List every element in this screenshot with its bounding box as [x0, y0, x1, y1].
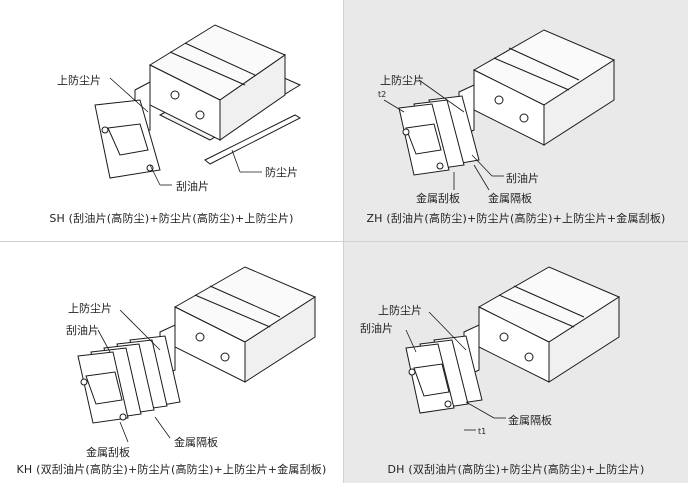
panel-zh: 上防尘片 t2 刮油片 金属刮板 金属隔板 ZH (刮油片(高防尘)+防尘片(高… — [344, 0, 688, 241]
dh-label-top-seal: 上防尘片 — [378, 304, 422, 317]
sh-caption: SH (刮油片(高防尘)+防尘片(高防尘)+上防尘片) — [49, 212, 294, 225]
kh-label-metal-scraper: 金属刮板 — [86, 446, 130, 459]
zh-label-top-seal: 上防尘片 — [380, 74, 424, 87]
dh-label-t1: t1 — [478, 427, 487, 436]
dh-leaders — [405, 311, 506, 431]
dh-illustration — [405, 266, 621, 431]
zh-leaders — [383, 79, 504, 191]
dh-caption: DH (双刮油片(高防尘)+防尘片(高防尘)+上防尘片) — [387, 463, 645, 476]
zh-caption: ZH (刮油片(高防尘)+防尘片(高防尘)+上防尘片+金属刮板) — [366, 212, 666, 225]
kh-caption: KH (双刮油片(高防尘)+防尘片(高防尘)+上防尘片+金属刮板) — [16, 463, 327, 476]
sh-leaders — [109, 77, 262, 186]
panel-kh: 上防尘片 刮油片 金属刮板 金属隔板 KH (双刮油片(高防尘)+防尘片(高防尘… — [0, 242, 343, 483]
sh-block-assembly — [94, 24, 302, 179]
kh-label-top-seal: 上防尘片 — [68, 302, 112, 315]
zh-label-t2: t2 — [378, 90, 387, 99]
zh-label-metal-spacer: 金属隔板 — [488, 192, 532, 205]
panel-dh: 上防尘片 刮油片 金属隔板 t1 DH (双刮油片(高防尘)+防尘片(高防尘)+… — [344, 242, 688, 483]
kh-label-metal-spacer: 金属隔板 — [174, 436, 218, 449]
dh-block-assembly — [405, 266, 621, 414]
zh-label-metal-scraper: 金属刮板 — [416, 192, 460, 205]
sh-label-dust-strip: 防尘片 — [265, 166, 298, 179]
sh-illustration — [94, 24, 302, 186]
sh-label-scraper: 刮油片 — [176, 180, 209, 193]
dh-label-metal-spacer: 金属隔板 — [508, 414, 552, 427]
kh-illustration — [77, 266, 317, 443]
kh-block-assembly — [77, 266, 317, 424]
divider-horizontal — [0, 241, 688, 242]
zh-illustration — [383, 29, 616, 191]
zh-label-scraper: 刮油片 — [506, 172, 539, 185]
zh-block-assembly — [398, 29, 616, 176]
dh-label-scraper: 刮油片 — [360, 322, 393, 335]
kh-leaders — [97, 309, 171, 443]
kh-label-scraper: 刮油片 — [66, 324, 99, 337]
panel-sh: 上防尘片 防尘片 刮油片 SH (刮油片(高防尘)+防尘片(高防尘)+上防尘片) — [0, 0, 343, 241]
sh-label-top-seal: 上防尘片 — [57, 74, 101, 87]
